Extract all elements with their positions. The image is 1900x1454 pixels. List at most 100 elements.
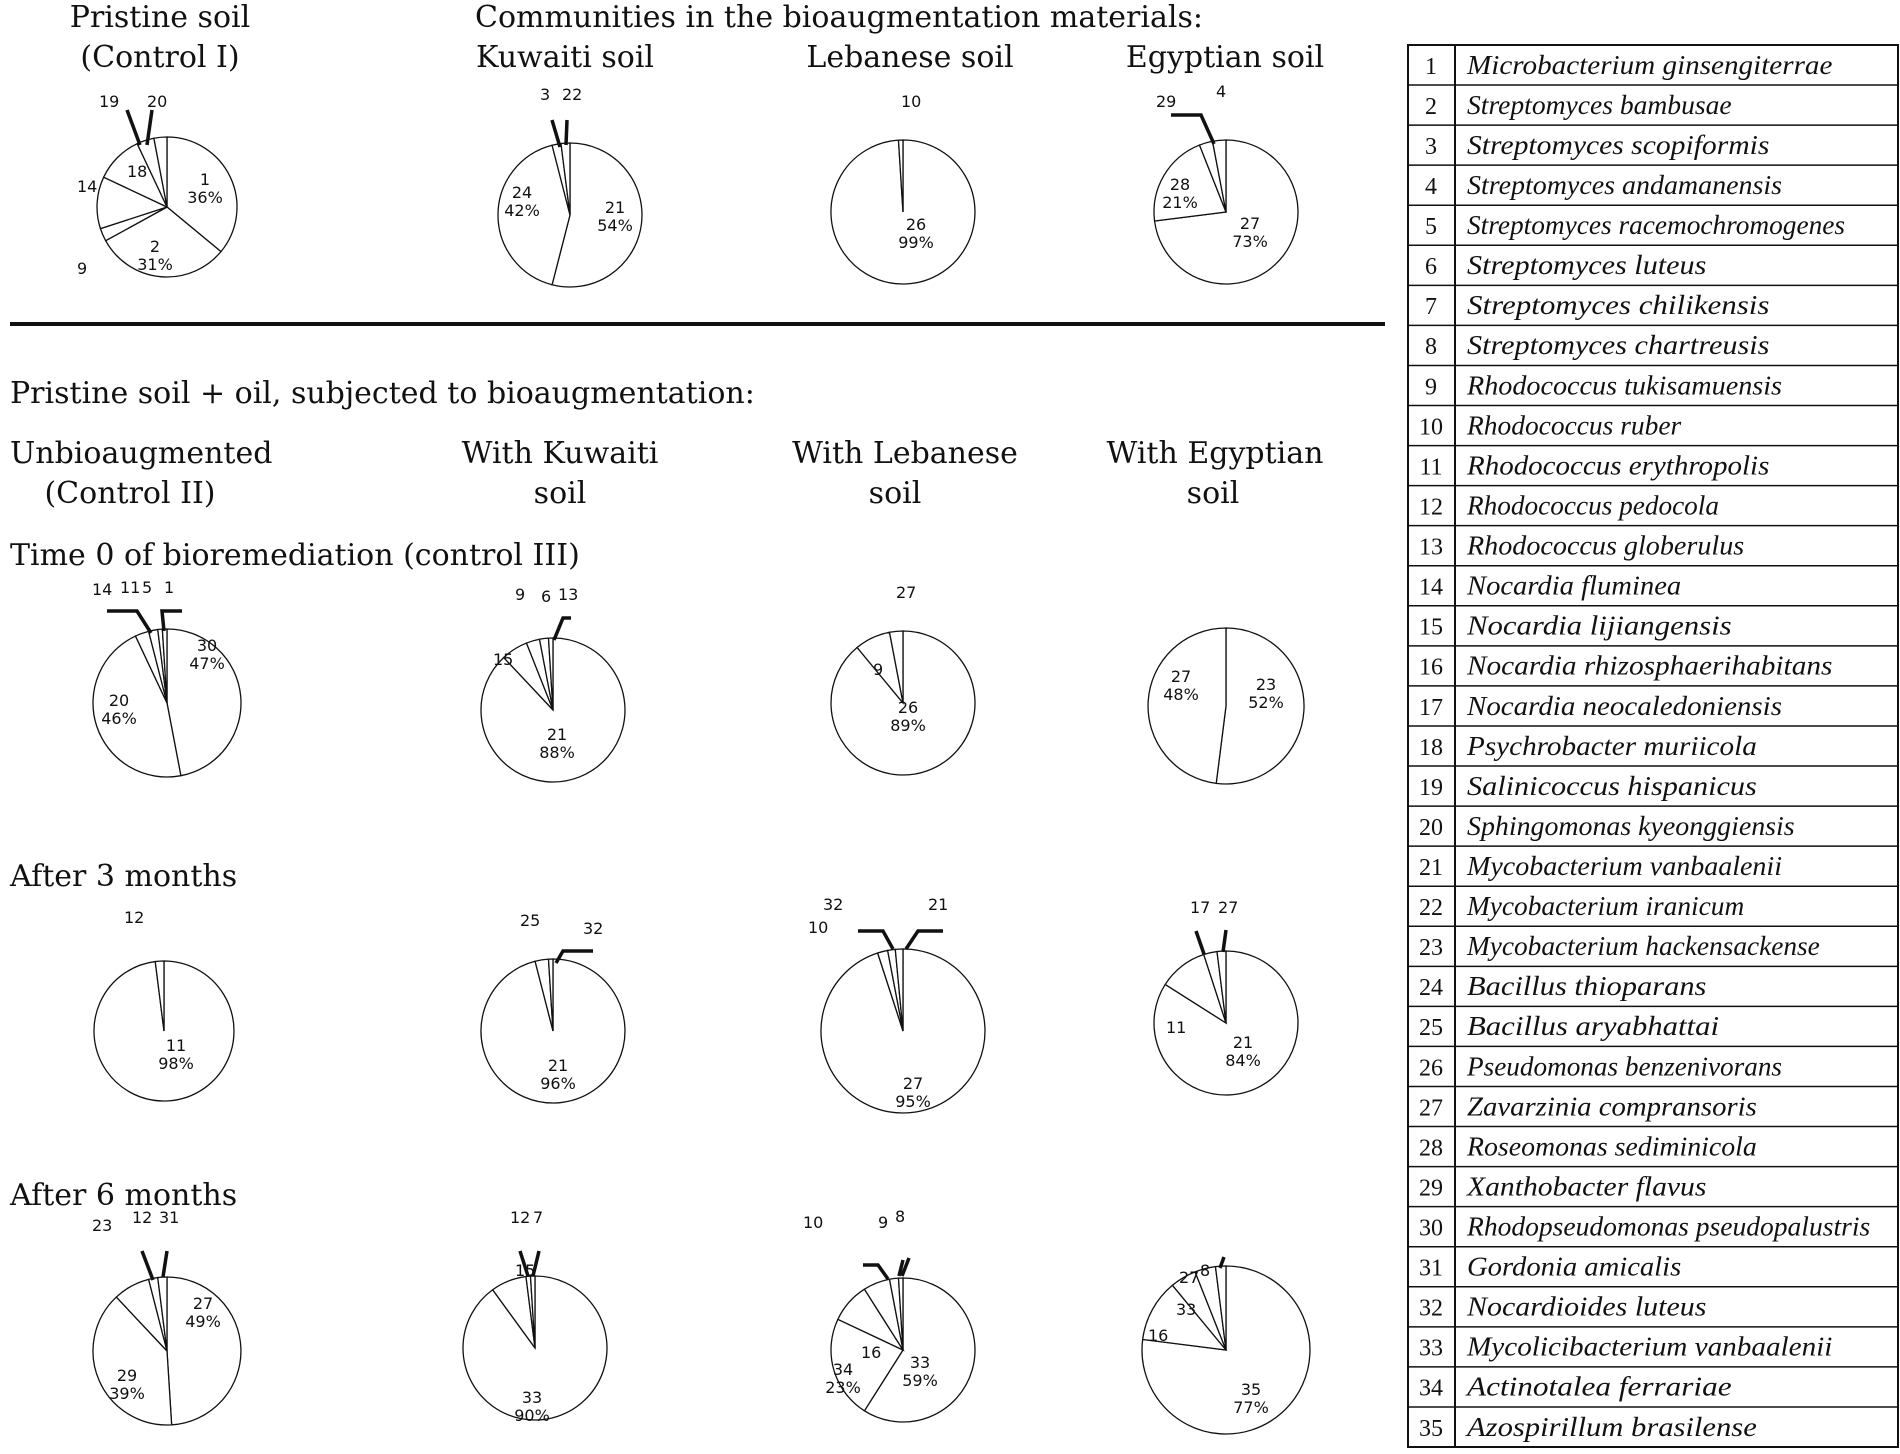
slice-label: 18 — [127, 162, 147, 181]
heading-with-kuwaiti-line2: soil — [534, 476, 587, 511]
slice-percent-label: 46% — [101, 709, 137, 728]
slice-label: 19 — [99, 92, 119, 111]
legend-number: 32 — [1419, 1296, 1443, 1322]
slice-label: 29 — [1156, 92, 1176, 111]
pie-slice — [154, 960, 165, 1032]
legend-species-name: Bacillus aryabhattai — [1467, 1011, 1719, 1041]
slice-label: 25 — [520, 911, 540, 930]
legend-species-name: Microbacterium ginsengiterrae — [1466, 50, 1832, 80]
slice-label: 13 — [558, 585, 578, 604]
pie-slice — [863, 1277, 976, 1423]
legend-species-name: Psychrobacter muriicola — [1466, 731, 1757, 761]
legend-species-name: Bacillus thioparans — [1467, 971, 1706, 1001]
slice-label: 2 — [150, 237, 160, 256]
legend-number: 25 — [1419, 1015, 1443, 1041]
legend-species-name: Mycobacterium iranicum — [1466, 891, 1744, 921]
heading-time0: Time 0 of bioremediation (control III) — [10, 538, 580, 573]
pie-slice — [894, 948, 904, 1032]
legend-number: 14 — [1419, 575, 1443, 601]
legend-number: 11 — [1419, 454, 1442, 480]
legend-number: 3 — [1425, 134, 1437, 160]
slice-label: 22 — [562, 85, 582, 104]
leader-line — [518, 1250, 530, 1277]
slice-label: 9 — [515, 585, 525, 604]
slice-label: 33 — [522, 1388, 542, 1407]
slice-label: 10 — [803, 1213, 823, 1232]
slice-percent-label: 36% — [187, 188, 223, 207]
pie-slice — [92, 1296, 173, 1426]
slice-label: 11 — [1166, 1018, 1186, 1037]
legend-number: 21 — [1419, 855, 1443, 881]
leader-line — [1194, 930, 1206, 955]
slice-label: 8 — [1200, 1261, 1210, 1280]
legend-species-name: Nocardia rhizosphaerihabitans — [1466, 651, 1832, 681]
pie-slice — [166, 628, 242, 777]
leader-line — [897, 1259, 905, 1277]
legend-species-name: Mycobacterium vanbaalenii — [1466, 851, 1782, 881]
pie-slice — [153, 136, 168, 208]
legend-number: 15 — [1419, 615, 1443, 641]
legend-number: 17 — [1419, 695, 1443, 721]
slice-label: 20 — [147, 92, 167, 111]
slice-label: 20 — [109, 691, 129, 710]
legend-species-name: Mycolicibacterium vanbaalenii — [1466, 1332, 1832, 1362]
slice-percent-label: 59% — [902, 1371, 938, 1390]
slice-label: 27 — [1179, 1268, 1199, 1287]
slice-label: 1 — [164, 578, 174, 597]
heading-with-egyptian-line2: soil — [1187, 476, 1240, 511]
leader-line — [1221, 929, 1228, 953]
slice-label: 9 — [873, 660, 883, 679]
legend-species-name: Rhodococcus globerulus — [1466, 531, 1744, 561]
slice-label: 23 — [1256, 675, 1276, 694]
legend-number: 18 — [1419, 735, 1443, 761]
legend-species-name: Streptomyces bambusae — [1467, 90, 1732, 120]
legend-number: 8 — [1425, 334, 1437, 360]
heading-unbio-line1: Unbioaugmented — [10, 436, 272, 471]
legend-frame — [1407, 44, 1899, 1448]
slice-label: 3 — [540, 85, 550, 104]
slice-percent-label: 89% — [890, 716, 926, 735]
pie-slice — [897, 139, 904, 213]
legend-species-name: Rhodococcus ruber — [1466, 410, 1682, 440]
legend-number: 27 — [1419, 1095, 1443, 1121]
legend-species-name: Streptomyces luteus — [1467, 250, 1706, 280]
legend-number: 35 — [1419, 1416, 1443, 1442]
slice-label: 6 — [541, 587, 551, 606]
pie-slice — [1153, 144, 1227, 222]
slice-label: 26 — [898, 698, 918, 717]
heading-with-kuwaiti-line1: With Kuwaiti — [462, 436, 659, 471]
slice-label: 11 — [120, 578, 140, 597]
pie-slice — [497, 144, 571, 286]
legend-number: 5 — [1425, 214, 1437, 240]
leader-line — [1218, 1256, 1226, 1269]
legend-number: 19 — [1419, 775, 1443, 801]
legend-number: 6 — [1425, 254, 1437, 280]
legend-species-name: Gordonia amicalis — [1467, 1252, 1681, 1282]
slice-label: 28 — [1170, 175, 1190, 194]
slice-label: 27 — [1218, 898, 1238, 917]
slice-label: 14 — [77, 177, 97, 196]
legend-species-name: Streptomyces chartreusis — [1467, 330, 1769, 360]
legend-number: 13 — [1419, 535, 1443, 561]
slice-percent-label: 48% — [1163, 685, 1199, 704]
legend-number: 9 — [1425, 374, 1437, 400]
slice-label: 15 — [493, 650, 513, 669]
legend-species-name: Nocardia neocaledoniensis — [1466, 691, 1782, 721]
slice-label: 27 — [193, 1294, 213, 1313]
slice-label: 11 — [166, 1036, 186, 1055]
legend-species-name: Streptomyces chilikensis — [1467, 290, 1769, 320]
leader-line — [140, 1250, 155, 1281]
slice-label: 21 — [547, 725, 567, 744]
slice-percent-label: 98% — [158, 1054, 194, 1073]
leader-line — [900, 1257, 911, 1277]
leader-line — [145, 109, 154, 146]
slice-percent-label: 42% — [504, 201, 540, 220]
slice-label: 23 — [92, 1216, 112, 1235]
leader-line — [858, 929, 895, 950]
